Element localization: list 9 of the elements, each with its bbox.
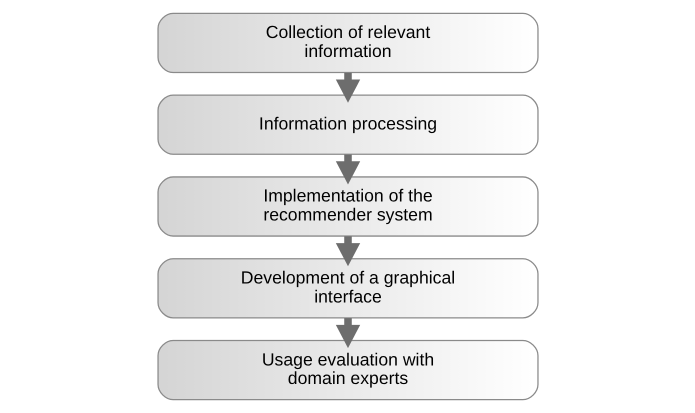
arrow [335, 72, 360, 103]
node-box: Usage evaluation with domain experts [156, 340, 538, 400]
arrow [335, 236, 360, 266]
node-box: Collection of relevant information [156, 12, 538, 74]
node-box: Implementation of the recommender system [156, 176, 538, 237]
node-box: Development of a graphical interface [156, 258, 538, 318]
arrow [335, 154, 360, 185]
arrow [335, 318, 360, 348]
node-box: Information processing [156, 94, 538, 155]
